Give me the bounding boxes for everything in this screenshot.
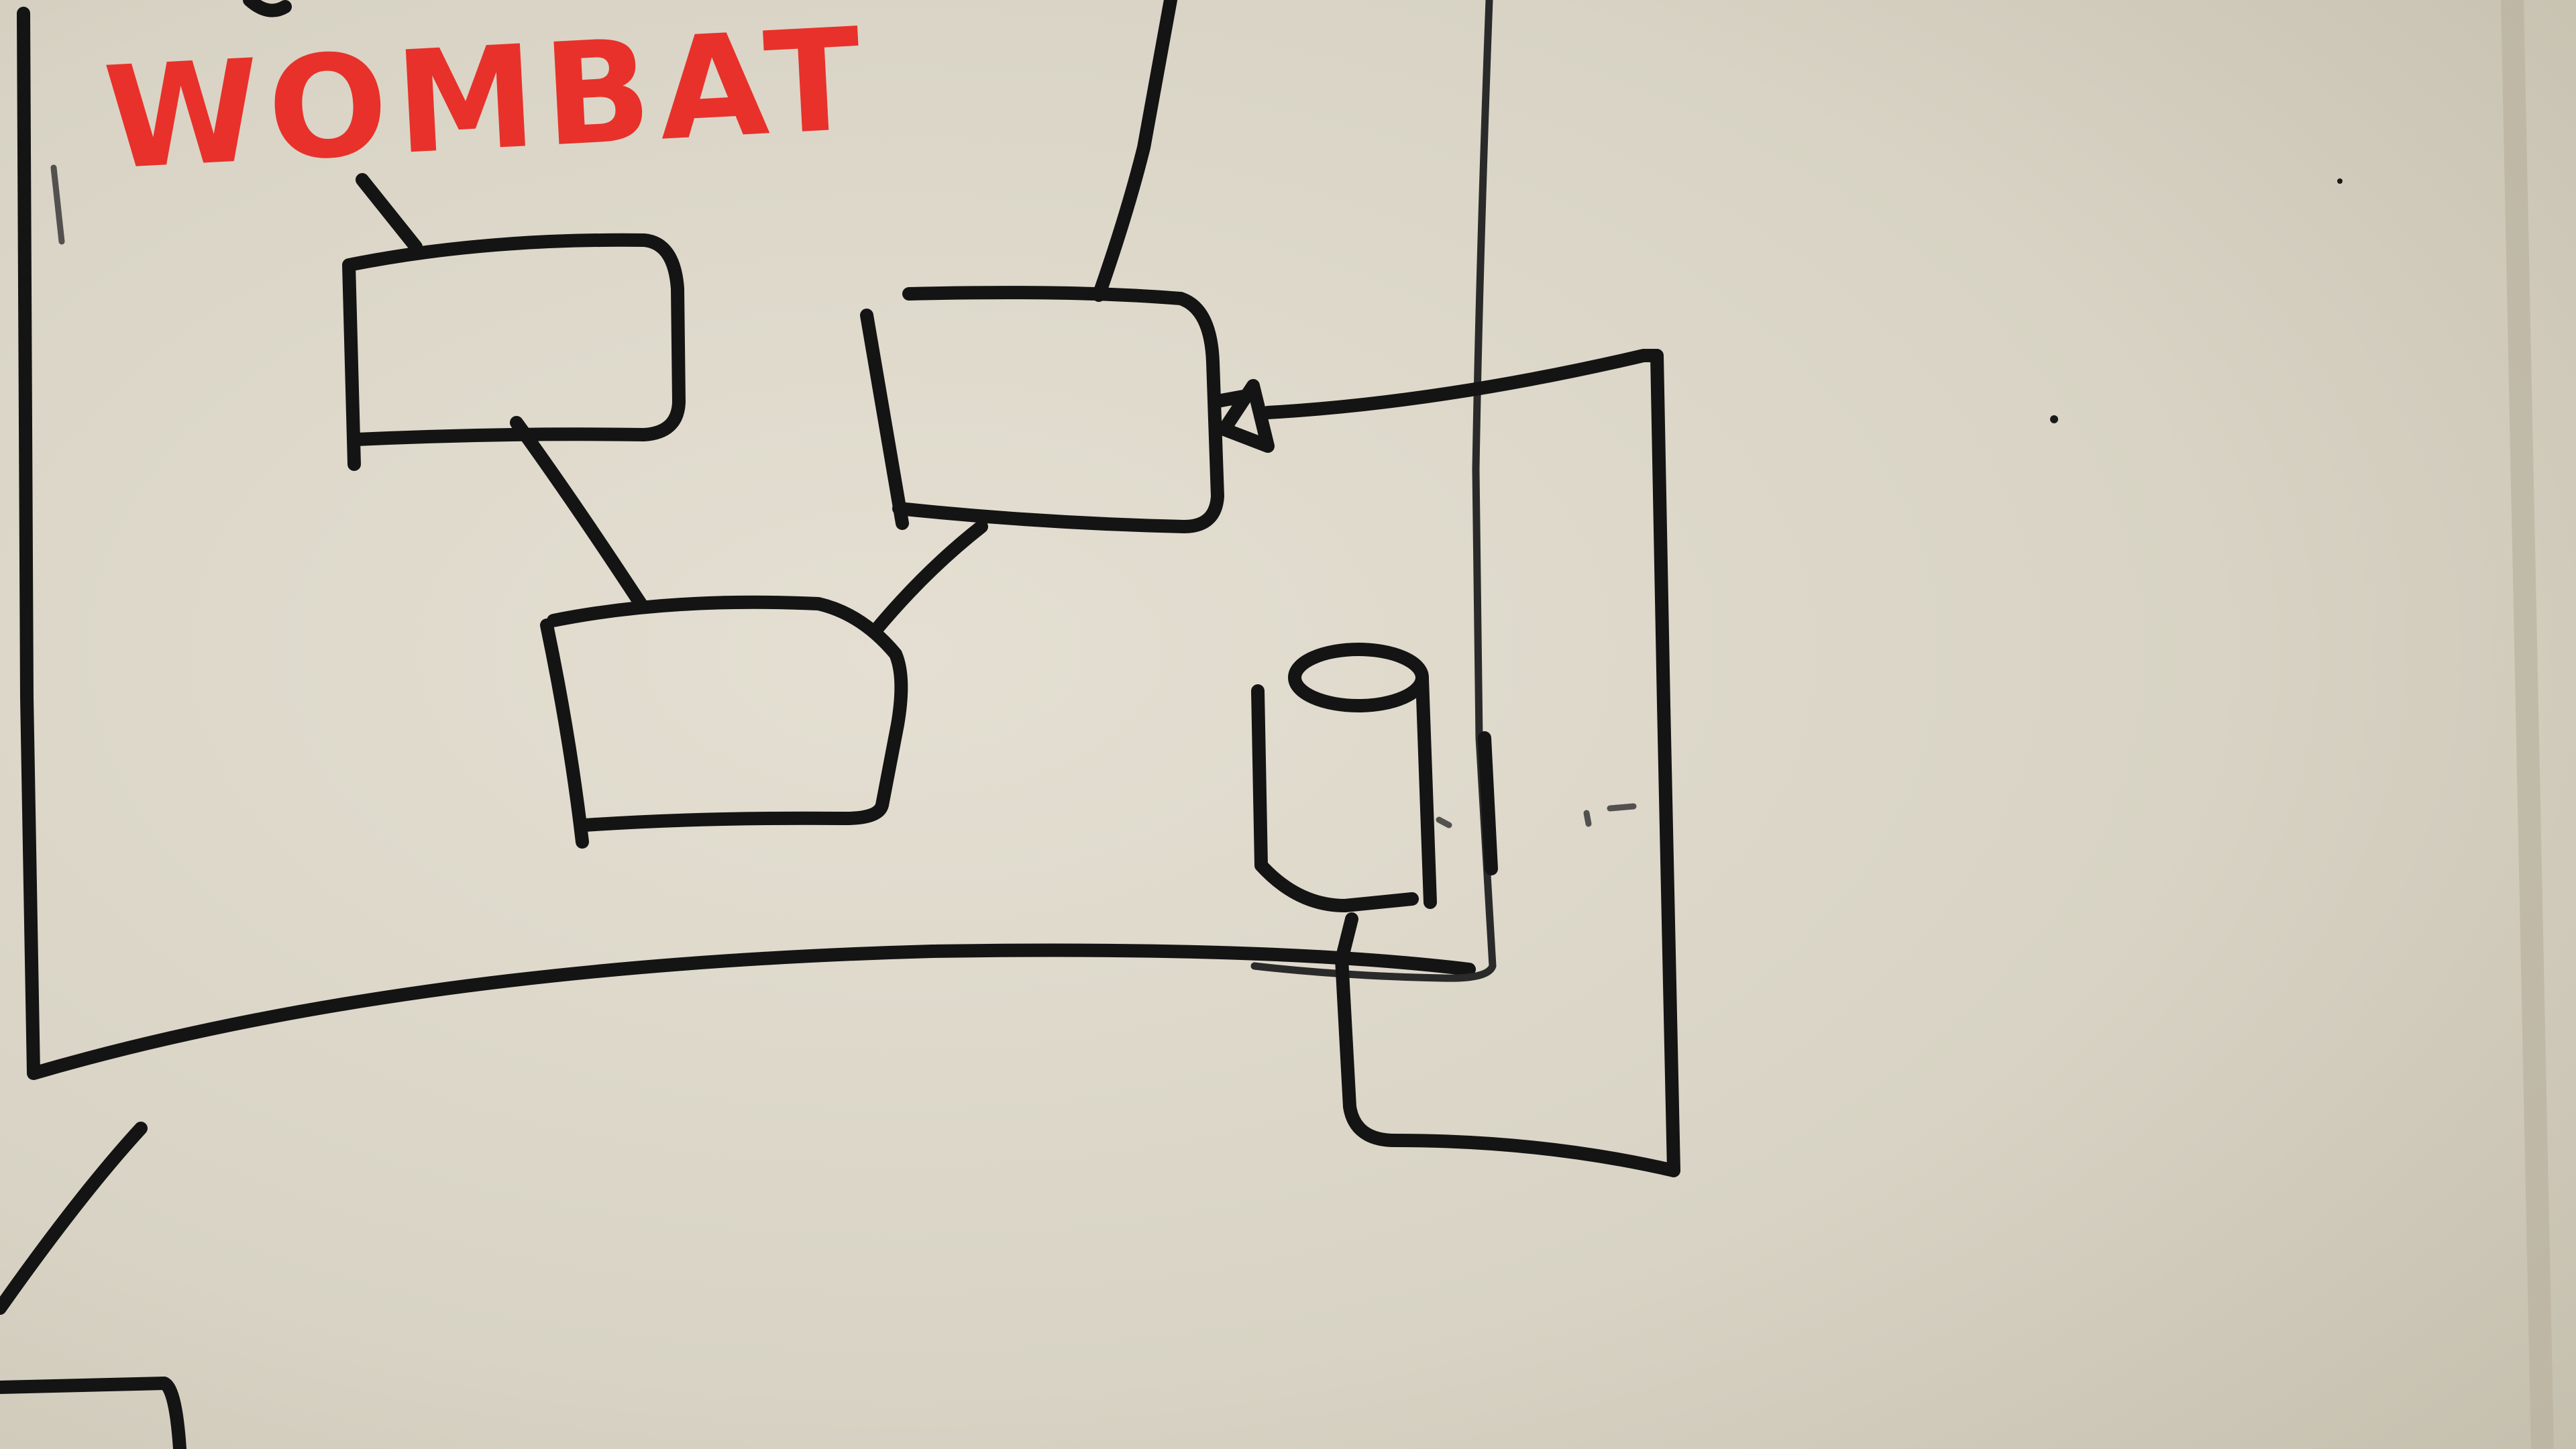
label-top-mark	[243, 0, 292, 17]
board-edge-right	[2501, 0, 2554, 1449]
partial-line-bottom-left	[0, 1122, 148, 1315]
outer-loop	[1261, 349, 1680, 1177]
stray-dot	[2337, 178, 2343, 184]
arrow-head-icon	[1211, 379, 1275, 453]
edge-box-top-left-to-box-bottom	[510, 416, 647, 610]
stray-mark-left-edge	[50, 164, 65, 245]
outer-boundary	[17, 7, 1476, 1080]
stray-mark	[1607, 803, 1637, 812]
stray-dot	[2050, 415, 2058, 423]
box-top-center	[860, 286, 1224, 533]
edge-box-top-center-to-box-bottom	[869, 520, 988, 637]
box-top-left	[342, 233, 686, 471]
edge-label-to-box-top-left	[356, 173, 423, 254]
boundary-vertical-accent	[1478, 731, 1498, 875]
edge-box-top-center-to-top	[1092, 0, 1177, 302]
wombat-label: WOMBAT	[101, 0, 873, 201]
cylinder	[1251, 643, 1437, 912]
boundary-vertical-line	[1250, 0, 1497, 982]
stray-mark	[1436, 816, 1452, 828]
partial-box-bottom-left	[0, 1377, 186, 1449]
stray-mark	[1583, 810, 1592, 827]
box-bottom	[540, 595, 908, 849]
cylinder-body	[1251, 672, 1437, 912]
